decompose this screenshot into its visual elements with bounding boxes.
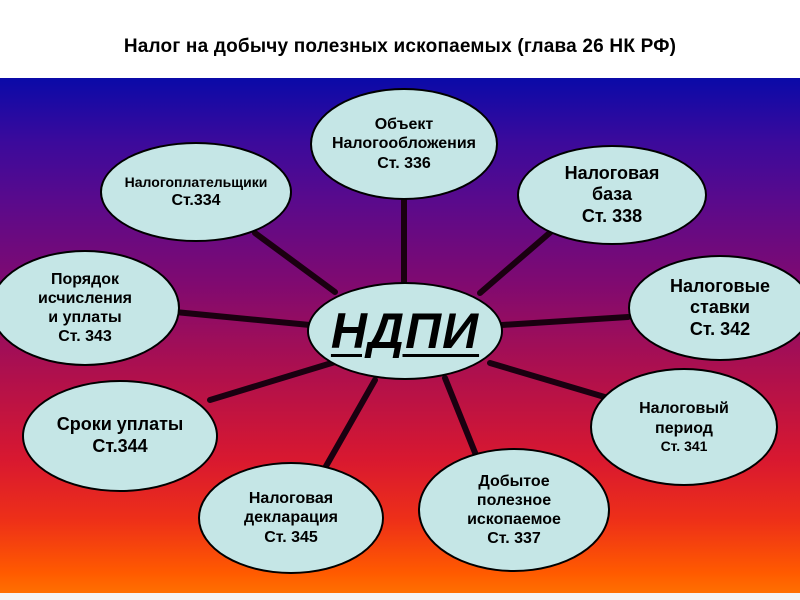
node-declaration-line-3: Ст. 345 bbox=[264, 528, 318, 546]
connector-declaration bbox=[322, 377, 378, 471]
node-object: Объект Налогообложения Ст. 336 bbox=[310, 88, 498, 200]
node-payers-line-2: Ст.334 bbox=[171, 191, 221, 209]
node-period-line-1: Налоговый bbox=[639, 400, 729, 418]
node-object-line-3: Ст. 336 bbox=[377, 154, 431, 172]
node-extracted: Добытое полезное ископаемое Ст. 337 bbox=[418, 448, 610, 572]
node-extracted-line-3: ископаемое bbox=[467, 511, 561, 528]
node-deadlines-line-2: Ст.344 bbox=[92, 436, 148, 456]
node-extracted-line-2: полезное bbox=[476, 491, 552, 509]
node-procedure-line-4: Ст. 343 bbox=[58, 328, 112, 346]
node-deadlines: Сроки уплаты Ст.344 bbox=[22, 380, 218, 492]
center-label: НДПИ bbox=[330, 303, 480, 359]
slide-title: Налог на добычу полезных ископаемых (гла… bbox=[123, 36, 677, 57]
node-base-line-1: Налоговая bbox=[564, 162, 660, 183]
node-procedure: Порядок исчисления и уплаты Ст. 343 bbox=[0, 250, 180, 366]
node-base: Налоговая база Ст. 338 bbox=[517, 145, 707, 245]
node-period-line-2: период bbox=[655, 419, 713, 437]
node-procedure-line-3: и уплаты bbox=[48, 309, 122, 326]
node-rates-line-3: Ст. 342 bbox=[689, 318, 751, 339]
node-declaration-line-2: декларация bbox=[244, 509, 338, 527]
connector-rates bbox=[499, 314, 631, 328]
node-rates-line-1: Налоговые bbox=[670, 275, 770, 296]
connector-procedure bbox=[172, 309, 313, 328]
connector-period bbox=[487, 360, 611, 401]
node-payers-line-1: Налогоплательщики bbox=[124, 174, 268, 190]
node-rates: Налоговые ставки Ст. 342 bbox=[628, 255, 800, 361]
node-object-line-2: Налогообложения bbox=[331, 135, 477, 153]
node-object-line-1: Объект bbox=[374, 116, 434, 134]
node-payers: Налогоплательщики Ст.334 bbox=[100, 142, 292, 242]
connector-deadlines bbox=[207, 359, 338, 403]
node-procedure-line-2: исчисления bbox=[37, 289, 133, 307]
node-base-line-2: база bbox=[591, 184, 633, 205]
node-declaration-line-1: Налоговая bbox=[248, 490, 334, 508]
node-deadlines-line-1: Сроки уплаты bbox=[56, 414, 184, 435]
connector-base bbox=[477, 227, 556, 296]
node-extracted-line-1: Добытое bbox=[478, 472, 550, 490]
node-period-line-3: Ст. 341 bbox=[660, 437, 708, 454]
node-extracted-line-4: Ст. 337 bbox=[487, 530, 541, 548]
node-period: Налоговый период Ст. 341 bbox=[590, 368, 778, 486]
connector-payers bbox=[252, 230, 338, 295]
node-procedure-line-1: Порядок bbox=[50, 270, 120, 288]
node-declaration: Налоговая декларация Ст. 345 bbox=[198, 462, 384, 574]
node-base-line-3: Ст. 338 bbox=[581, 205, 643, 226]
node-rates-line-2: ставки bbox=[690, 297, 750, 318]
center-node: НДПИ bbox=[307, 282, 503, 380]
bottom-strip bbox=[0, 593, 800, 600]
